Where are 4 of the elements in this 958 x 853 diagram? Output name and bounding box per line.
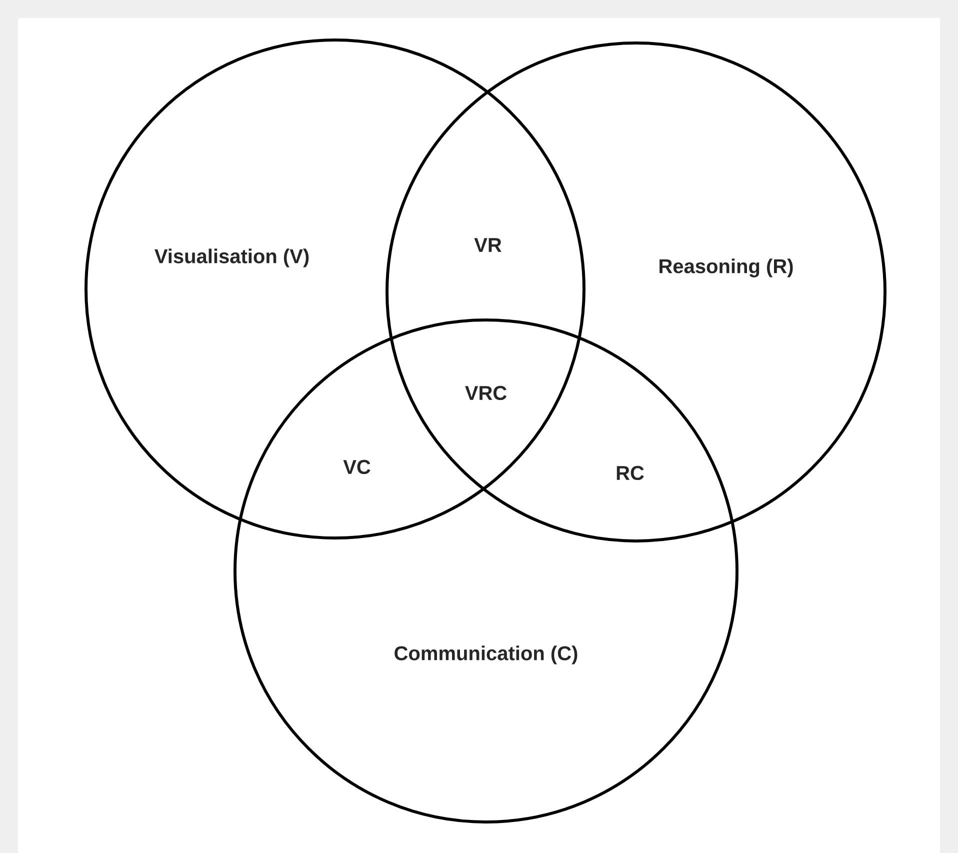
- region-label: VR: [474, 238, 502, 252]
- region-label: VRC: [465, 386, 507, 400]
- region-label: RC: [616, 466, 644, 480]
- region-label: VC: [343, 460, 370, 474]
